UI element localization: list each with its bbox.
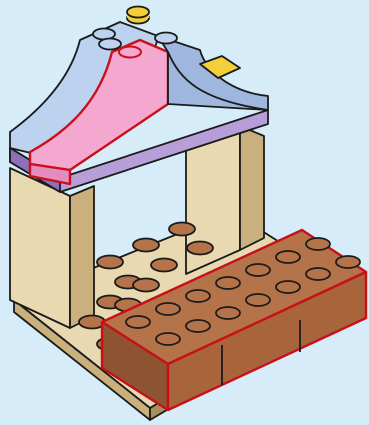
left-wall [10,168,94,328]
